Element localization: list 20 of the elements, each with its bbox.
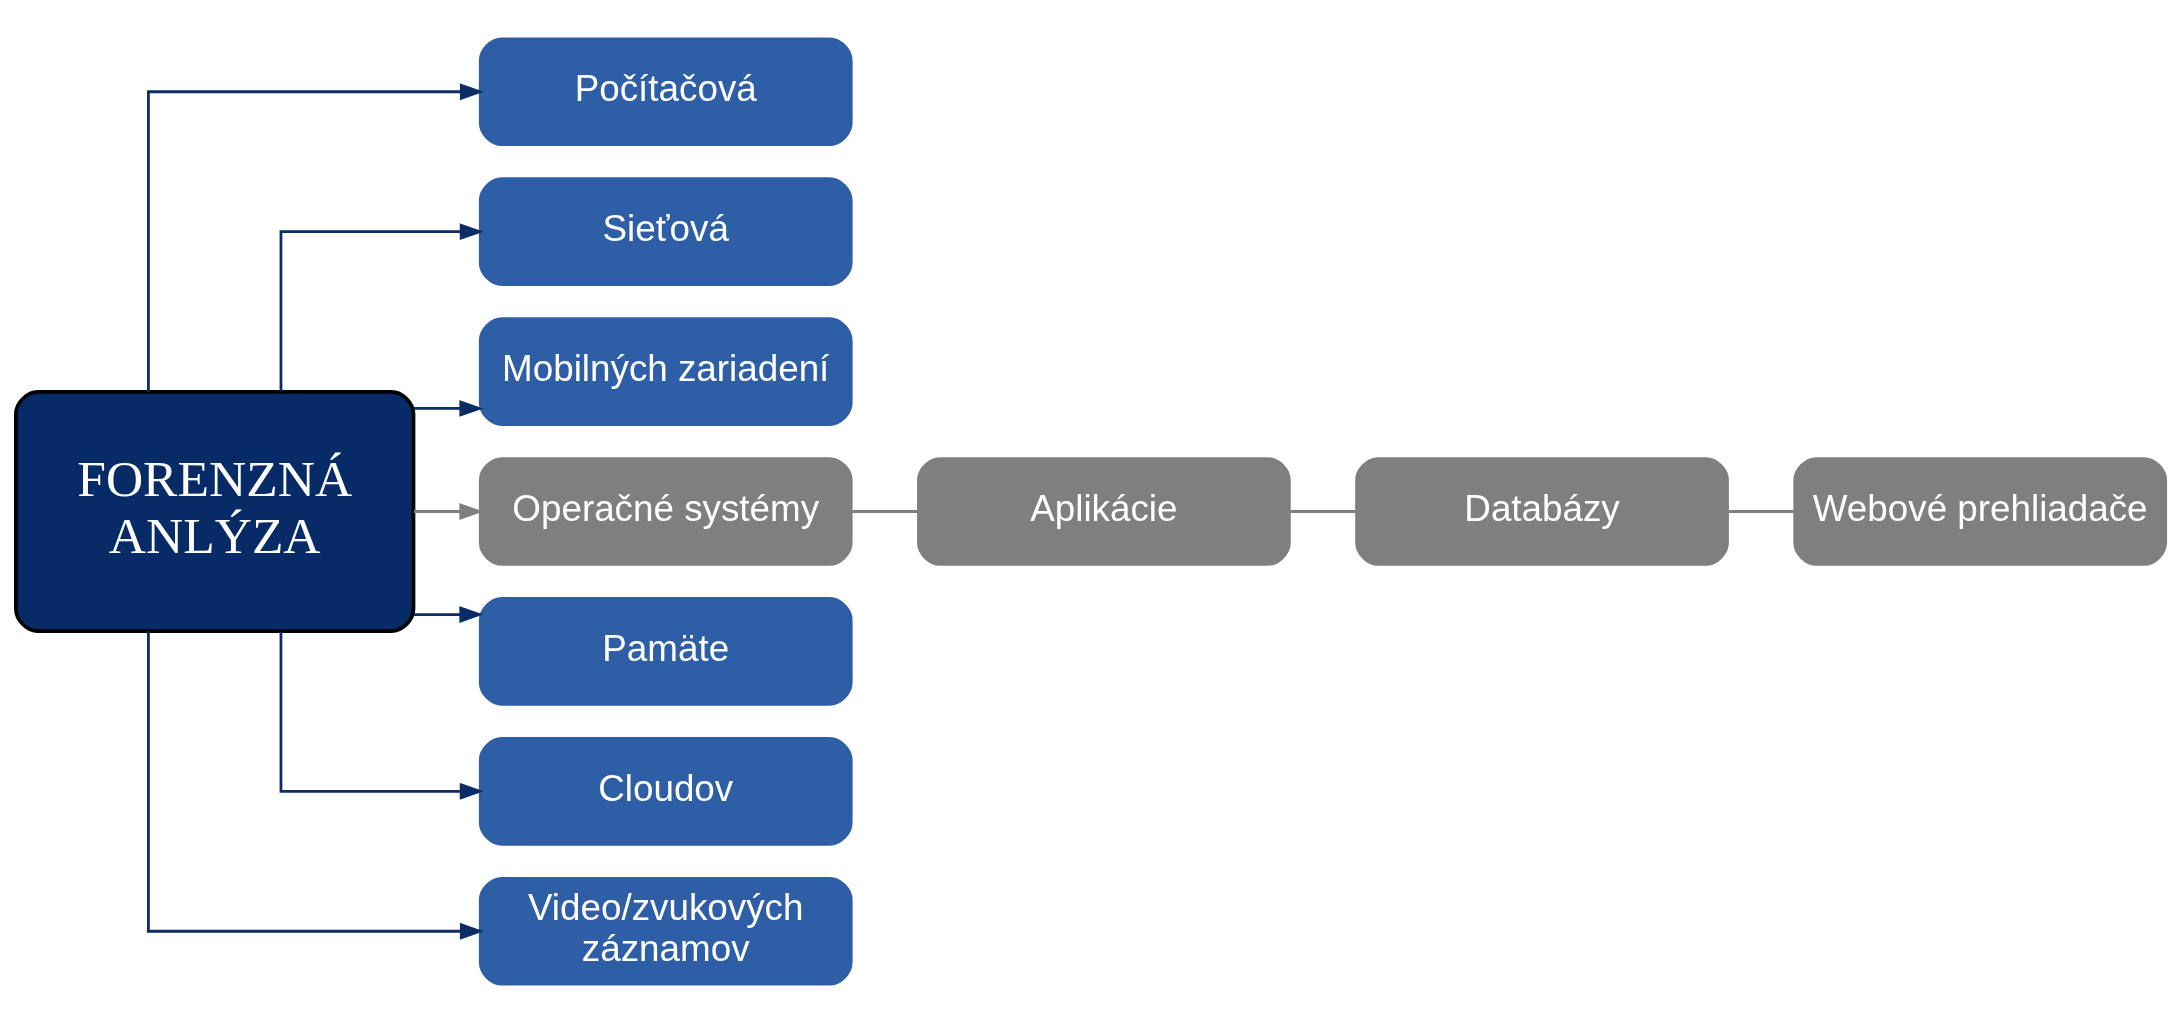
arrow	[413, 399, 484, 417]
node-box: Operačné systémy	[478, 456, 853, 566]
node-box: Mobilných zariadení	[478, 316, 853, 426]
node-box: Aplikácie	[917, 456, 1291, 566]
arrow	[413, 605, 484, 623]
node-box: Video/zvukových záznamov	[478, 876, 853, 986]
node-box: Pamäte	[478, 596, 853, 706]
node-box: Počítačová	[478, 36, 853, 146]
node-box: Webové prehliadače	[1793, 456, 2168, 566]
arrow	[147, 82, 484, 392]
connector	[1728, 509, 1794, 513]
arrow	[279, 222, 484, 391]
connector	[1290, 509, 1356, 513]
node-box: Databázy	[1355, 456, 1729, 566]
node-box: FORENZNÁ ANLÝZA	[14, 389, 416, 633]
arrow	[279, 631, 484, 800]
connector	[852, 509, 918, 513]
arrow	[147, 630, 484, 940]
node-box: Cloudov	[478, 736, 853, 846]
node-box: Sieťová	[478, 176, 853, 286]
